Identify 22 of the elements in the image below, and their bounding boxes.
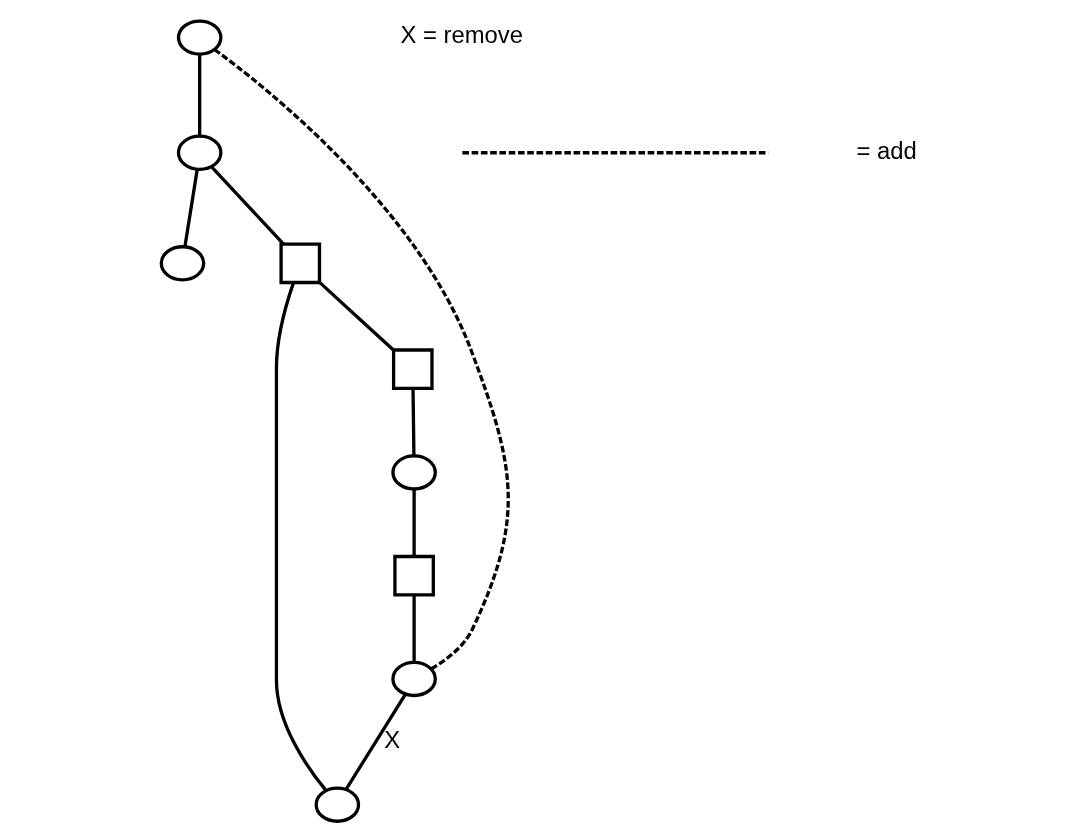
node-circle <box>159 245 205 282</box>
node-circle <box>390 454 437 491</box>
connector <box>209 165 285 245</box>
connector <box>411 595 416 662</box>
connector <box>274 282 327 792</box>
legend-label: = add <box>856 136 917 164</box>
node-circle <box>314 786 360 823</box>
node-box <box>278 242 321 285</box>
node-box <box>391 348 434 391</box>
connector <box>318 281 395 352</box>
connector <box>213 48 510 671</box>
label: X = remove <box>400 21 523 49</box>
node-circle <box>390 660 437 698</box>
connector <box>344 693 407 791</box>
connector <box>410 388 416 456</box>
node-circle <box>176 134 222 171</box>
connector <box>411 489 416 557</box>
node-box <box>392 554 435 597</box>
node-circle <box>176 19 222 56</box>
connector <box>197 54 201 136</box>
connector <box>182 169 199 247</box>
edge-label: X <box>383 725 400 753</box>
